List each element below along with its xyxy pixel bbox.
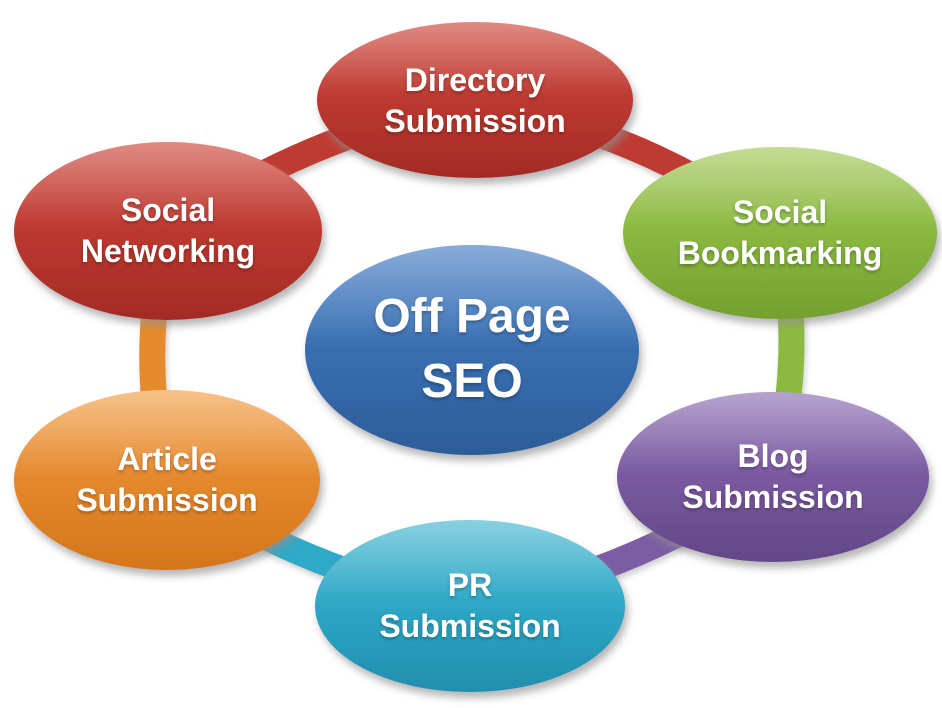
gloss-highlight bbox=[617, 392, 929, 562]
node-off-page-seo bbox=[305, 245, 639, 455]
node-social-networking bbox=[14, 142, 322, 320]
node-directory-submission bbox=[317, 22, 633, 178]
gloss-highlight bbox=[317, 22, 633, 178]
node-social-bookmarking bbox=[623, 147, 937, 319]
gloss-highlight bbox=[14, 142, 322, 320]
node-blog-submission bbox=[617, 392, 929, 562]
gloss-highlight bbox=[305, 245, 639, 455]
gloss-highlight bbox=[315, 520, 625, 692]
gloss-highlight bbox=[623, 147, 937, 319]
node-article-submission bbox=[14, 390, 320, 570]
gloss-highlight bbox=[14, 390, 320, 570]
node-pr-submission bbox=[315, 520, 625, 692]
